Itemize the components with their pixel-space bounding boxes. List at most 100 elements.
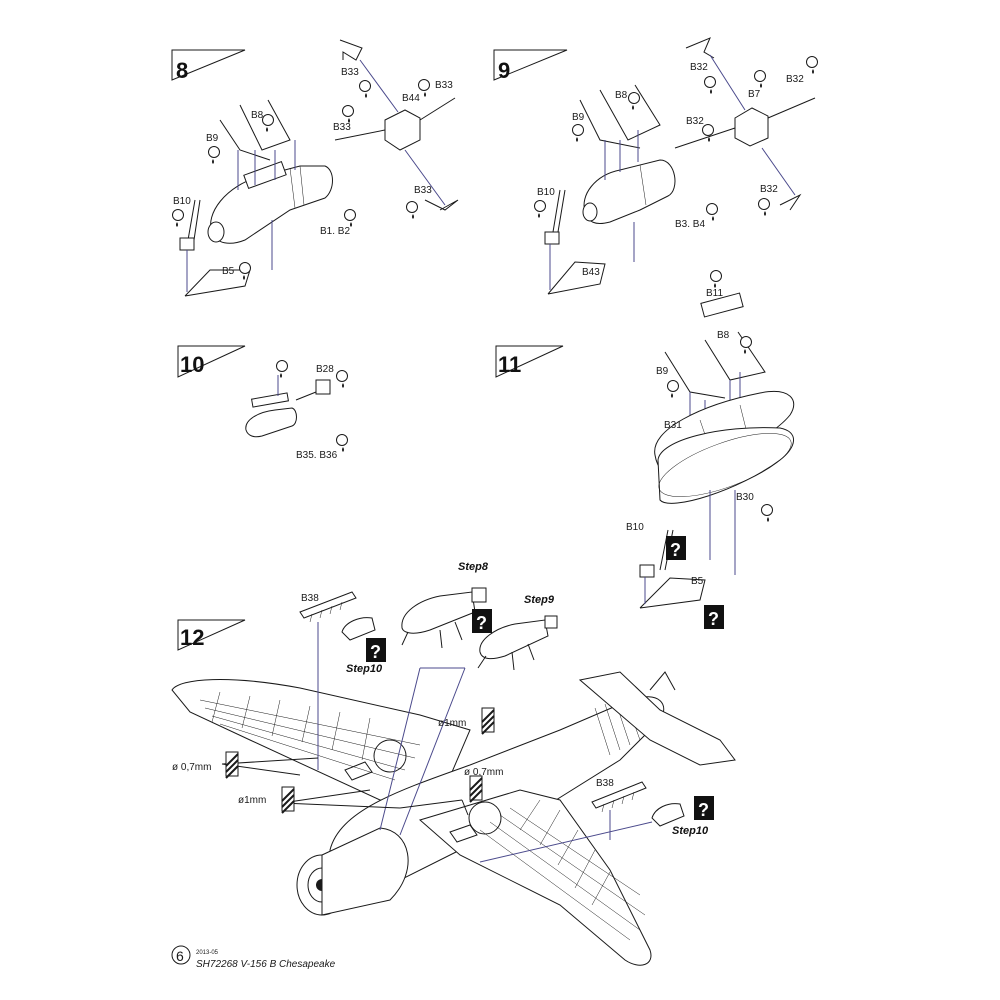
wheel-well-left [373, 739, 407, 773]
label-b43: B43 [582, 267, 600, 278]
right-wing [418, 789, 652, 966]
drill-size-label: ø 0,7mm [464, 767, 503, 778]
glue-icon [761, 504, 773, 523]
question-icon: ? ? ? [366, 609, 714, 820]
rack-b38-left [299, 591, 357, 623]
step-12-number: 12 [180, 625, 204, 650]
bomb-step9 [477, 615, 558, 671]
sway-brace-b5 [639, 577, 706, 609]
bomb-b35-b36 [245, 407, 297, 438]
bomb-b35-b36-right [651, 803, 685, 827]
rack-b11 [700, 292, 744, 318]
strut-b10-bracket [544, 231, 560, 245]
step8-reference: Step8 [458, 561, 489, 573]
drill-size-label: ø1mm [238, 795, 266, 806]
label-b5: B5 [222, 266, 235, 277]
drill-size-label: ø1mm [438, 718, 466, 729]
step-11: 11 B11 B8 B9 B31 B30 B10 B5 ? ? [495, 270, 795, 629]
page-number: 6 [176, 948, 184, 964]
label-b10: B10 [173, 196, 191, 207]
step-9-flag [493, 49, 568, 81]
label-b9: B9 [572, 112, 585, 123]
step-10-flag [177, 345, 246, 378]
bomb-b3-b4 [582, 159, 676, 225]
bomb-fin-b28 [315, 379, 331, 395]
svg-text:?: ? [370, 642, 381, 662]
svg-text:?: ? [476, 613, 487, 633]
label-b33: B33 [341, 67, 359, 78]
svg-text:?: ? [708, 609, 719, 629]
label-b8: B8 [615, 90, 628, 101]
drop-tank-b30 [657, 427, 794, 504]
step-9-number: 9 [498, 58, 510, 83]
step-11-flag [495, 345, 564, 378]
wheel-well-right [468, 801, 502, 835]
page-number-circle [171, 945, 191, 965]
label-b28: B28 [316, 364, 334, 375]
strut-b10 [187, 199, 201, 241]
label-b9: B9 [656, 366, 669, 377]
step-8: 8 B33 B44 B33 B33 B8 B9 B33 B10 B1. B2 [171, 39, 459, 297]
label-b11: B11 [706, 288, 723, 299]
glue-icon [336, 370, 348, 453]
label-b32: B32 [786, 74, 804, 85]
label-b35-b36: B35. B36 [296, 450, 338, 461]
rack-b9 [579, 99, 641, 149]
kit-title: SH72268 V-156 B Chesapeake [196, 959, 336, 970]
label-b33: B33 [333, 122, 351, 133]
step-8-flag [171, 49, 246, 81]
print-code: 2013-05 [196, 950, 219, 956]
svg-text:?: ? [698, 800, 709, 820]
step-10-number: 10 [180, 352, 204, 377]
label-b33: B33 [435, 80, 453, 91]
step10-reference: Step10 [346, 663, 383, 675]
label-b44: B44 [402, 93, 420, 104]
sway-brace-b43 [547, 261, 606, 295]
step-10: 10 B28 B35. B36 [177, 345, 348, 461]
label-b10: B10 [537, 187, 555, 198]
label-b5: B5 [691, 576, 704, 587]
bomb-step8 [401, 587, 487, 649]
sway-brace-b5 [184, 269, 251, 297]
label-b3-b4: B3. B4 [675, 219, 705, 230]
label-b7: B7 [748, 89, 761, 100]
rack-b8 [599, 84, 661, 141]
strut-b10 [552, 189, 566, 233]
label-b33: B33 [414, 185, 432, 196]
label-b9: B9 [206, 133, 219, 144]
step-12-flag [177, 619, 246, 651]
label-b32: B32 [690, 62, 708, 73]
bomb-fin-b7 [734, 107, 769, 147]
rack-b38-right [591, 781, 647, 813]
rack-b28 [250, 392, 290, 408]
rack-b8 [239, 99, 291, 151]
strut-b10-bracket [179, 237, 195, 251]
strut-b10-bracket [639, 564, 655, 578]
label-b1-b2: B1. B2 [320, 226, 350, 237]
step-9: 9 B32 B7 B32 B8 B9 B32 B32 B10 B3. B4 B4… [493, 37, 818, 295]
label-b31: B31 [664, 420, 682, 431]
bomb-cradle [243, 160, 287, 190]
question-icon: ? ? [666, 536, 724, 629]
bomb-b35-b36-left [341, 617, 376, 641]
label-b38: B38 [301, 593, 319, 604]
label-b30: B30 [736, 492, 754, 503]
bomb-fin-b44 [384, 109, 421, 151]
step10-reference: Step10 [672, 825, 709, 837]
footer: 6 2013-05 SH72268 V-156 B Chesapeake [171, 945, 336, 970]
label-b10: B10 [626, 522, 644, 533]
svg-text:?: ? [670, 540, 681, 560]
rack-b8 [704, 331, 766, 381]
label-b32: B32 [686, 116, 704, 127]
rack-b9 [219, 119, 271, 161]
horizontal-stabilizer [578, 671, 736, 766]
drill-size-label: ø 0,7mm [172, 762, 211, 773]
step-8-number: 8 [176, 58, 188, 83]
label-b8: B8 [251, 110, 264, 121]
engine-cowling [296, 827, 409, 916]
label-b38: B38 [596, 778, 614, 789]
step-11-number: 11 [498, 352, 521, 377]
bomb-b1-b2 [207, 165, 333, 244]
